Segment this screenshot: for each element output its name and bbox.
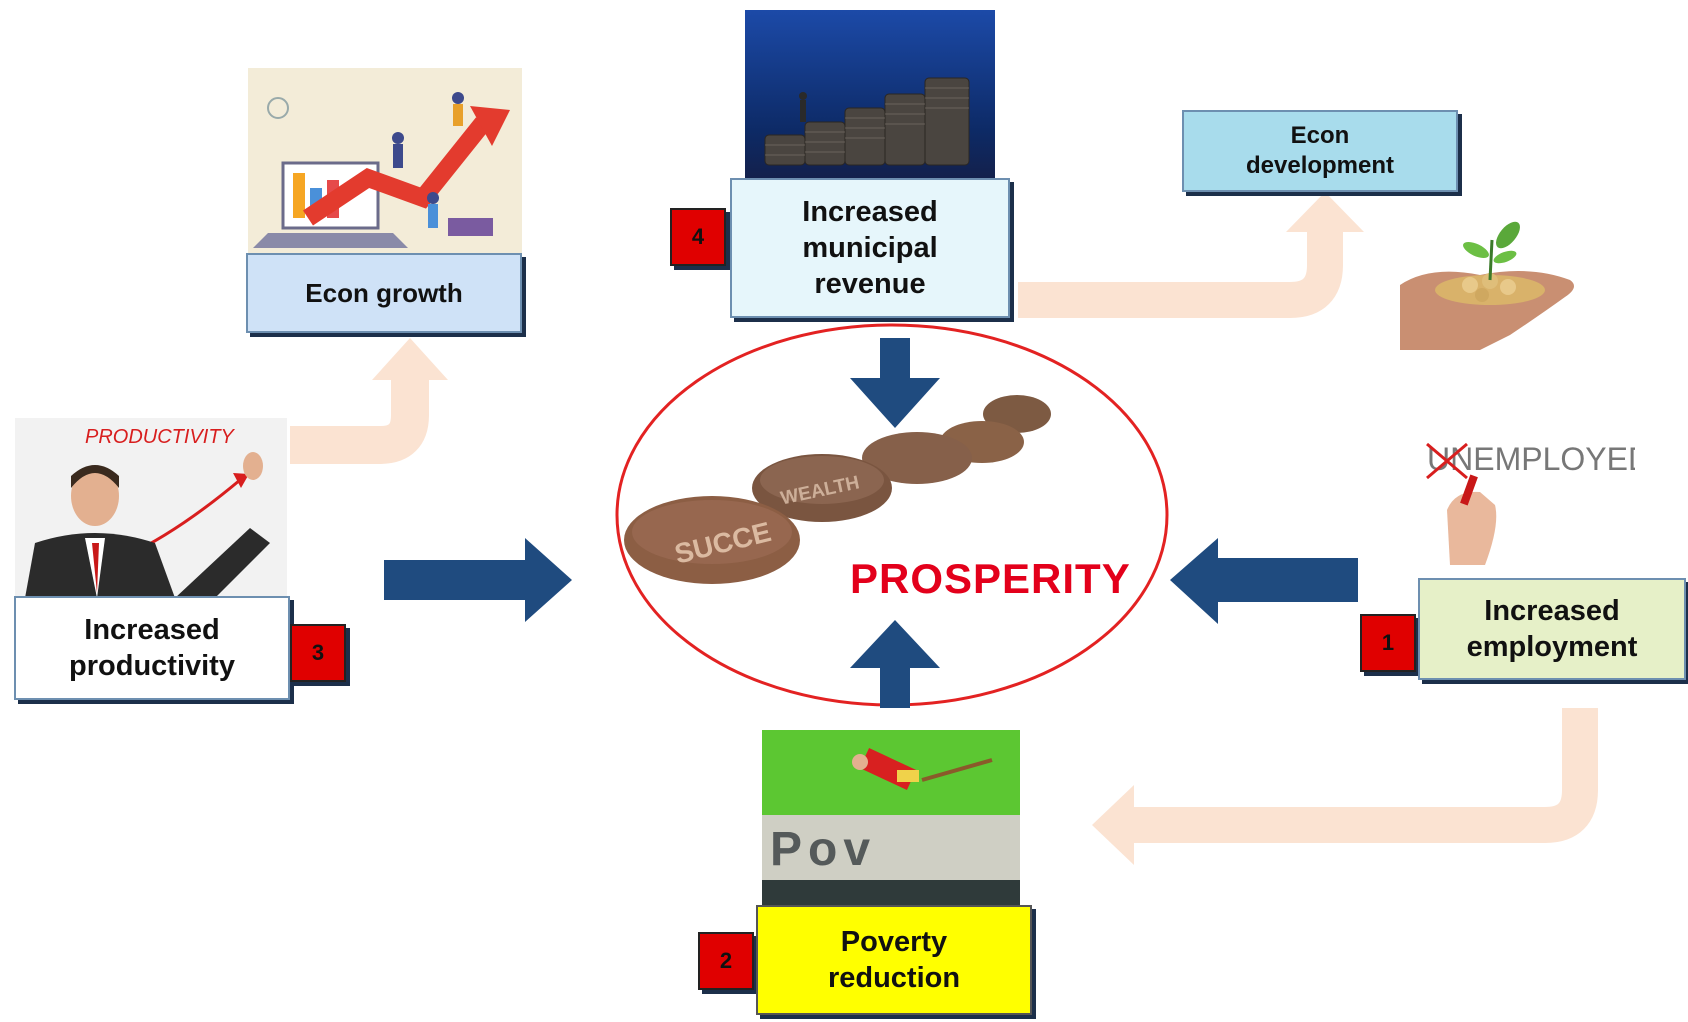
hand-coins-plant-icon: [1400, 221, 1574, 350]
prosperity-ellipse: SUCCE WEALTH: [615, 323, 1169, 707]
econ-development-image: [1390, 205, 1590, 350]
econ-growth-image: [248, 68, 522, 253]
arrow-up-to-center: [850, 620, 940, 708]
growth-chart-icon: [253, 92, 510, 248]
arrow-left-to-center: [384, 538, 572, 622]
econ-development-box[interactable]: Econ development: [1182, 110, 1458, 192]
stepping-stones: [624, 395, 1051, 584]
econ-growth-box[interactable]: Econ growth: [246, 253, 522, 333]
econ-growth-label: Econ growth: [305, 277, 463, 308]
productivity-number-badge: 3: [290, 624, 346, 682]
productivity-label: Increased productivity: [69, 613, 235, 682]
employment-label: Increased employment: [1466, 594, 1638, 663]
productivity-word: PRODUCTIVITY: [85, 426, 236, 448]
econ-development-label: Econ development: [1245, 122, 1395, 179]
arrow-employment-to-poverty: [1130, 708, 1598, 843]
unemployed-hand-icon: UNEMPLOYED: [1426, 441, 1635, 565]
productivity-box[interactable]: Increased productivity: [14, 596, 290, 700]
employment-box[interactable]: Increased employment: [1418, 578, 1686, 680]
municipal-revenue-label: Increased municipal revenue: [802, 195, 938, 301]
poverty-label: Poverty reduction: [827, 925, 961, 994]
poverty-box[interactable]: Poverty reduction: [756, 905, 1032, 1015]
poverty-word: Pov: [770, 823, 876, 876]
arrow-down-to-center: [850, 338, 940, 428]
productivity-image: PRODUCTIVITY: [15, 418, 287, 598]
arrow-municipal-to-development-head: [1286, 192, 1364, 232]
municipal-revenue-box[interactable]: Increased municipal revenue: [730, 178, 1010, 318]
poverty-image: Pov: [762, 730, 1020, 905]
poverty-number-badge: 2: [698, 932, 754, 990]
arrow-right-to-center: [1170, 538, 1358, 624]
arrow-employment-to-poverty-head: [1092, 785, 1134, 865]
center-label: PROSPERITY: [850, 555, 1131, 602]
poverty-scene-icon: Pov: [762, 748, 1020, 905]
employment-image: UNEMPLOYED: [1425, 430, 1635, 565]
employment-number-badge: 1: [1360, 614, 1416, 672]
municipal-revenue-image: [745, 10, 995, 182]
arrow-productivity-to-growth: [290, 375, 429, 464]
coin-stacks-icon: [764, 77, 970, 166]
businessman-writing-icon: PRODUCTIVITY: [25, 426, 270, 598]
arrow-productivity-to-growth-head: [372, 338, 448, 380]
arrow-municipal-to-development: [1018, 228, 1343, 318]
municipal-number-badge: 4: [670, 208, 726, 266]
